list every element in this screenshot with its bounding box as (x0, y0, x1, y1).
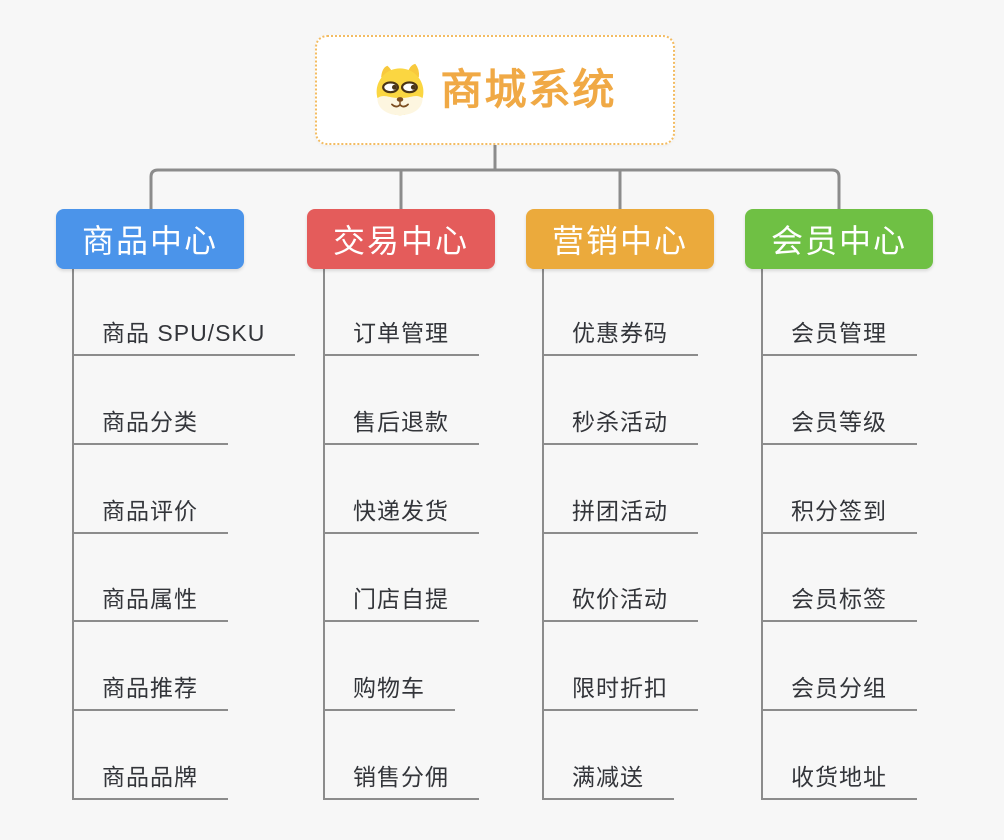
branch-topic-product[interactable]: 商品中心 (56, 209, 244, 269)
topic-item[interactable]: 满减送 (542, 764, 674, 800)
branch-connector-line (323, 269, 325, 800)
topic-item[interactable]: 商品分类 (72, 409, 228, 445)
root-topic-title: 商城系统 (440, 66, 617, 113)
topic-item[interactable]: 商品推荐 (72, 675, 228, 712)
branch-topic-label: 营销中心 (551, 223, 688, 259)
topic-item[interactable]: 会员管理 (761, 320, 917, 356)
branch-topic-trade[interactable]: 交易中心 (307, 209, 495, 269)
topic-item[interactable]: 拼团活动 (542, 498, 698, 534)
branch-topic-member[interactable]: 会员中心 (745, 209, 933, 269)
topic-item[interactable]: 商品评价 (72, 498, 228, 534)
dog-face-icon (377, 63, 424, 116)
branch-topic-label: 会员中心 (770, 223, 907, 259)
topic-item[interactable]: 商品品牌 (72, 764, 228, 800)
topic-item[interactable]: 商品 SPU/SKU (72, 320, 296, 356)
topic-item[interactable]: 快递发货 (323, 498, 479, 534)
topic-item[interactable]: 秒杀活动 (542, 409, 698, 445)
topic-item[interactable]: 售后退款 (323, 409, 479, 445)
topic-item[interactable]: 收货地址 (761, 764, 917, 800)
root-topic[interactable]: 商城系统 (315, 35, 675, 145)
topic-item[interactable]: 会员标签 (761, 586, 917, 623)
topic-item[interactable]: 限时折扣 (542, 675, 698, 712)
branch-connector-line (542, 269, 544, 800)
branch-connector-line (761, 269, 763, 800)
topic-item[interactable]: 积分签到 (761, 498, 917, 534)
topic-item[interactable]: 会员等级 (761, 409, 917, 445)
topic-item[interactable]: 购物车 (323, 675, 455, 712)
topic-item[interactable]: 会员分组 (761, 675, 917, 712)
topic-item[interactable]: 优惠券码 (542, 320, 698, 356)
branch-topic-label: 商品中心 (81, 223, 218, 259)
branch-topic-marketing[interactable]: 营销中心 (526, 209, 714, 269)
branch-connector-line (72, 269, 74, 800)
topic-item[interactable]: 砍价活动 (542, 586, 698, 623)
topic-item[interactable]: 订单管理 (323, 320, 479, 356)
topic-item[interactable]: 门店自提 (323, 586, 479, 623)
topic-item[interactable]: 销售分佣 (323, 764, 479, 800)
topic-item[interactable]: 商品属性 (72, 586, 228, 623)
branch-topic-label: 交易中心 (332, 223, 469, 259)
